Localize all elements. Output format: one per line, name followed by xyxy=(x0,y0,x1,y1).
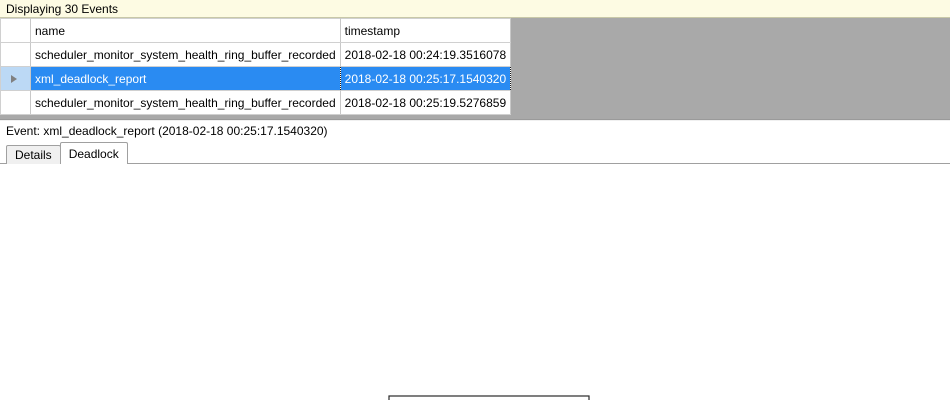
table-row-selected[interactable]: xml_deadlock_report 2018-02-18 00:25:17.… xyxy=(0,66,512,91)
tab-details[interactable]: Details xyxy=(6,145,61,164)
cell-name[interactable]: xml_deadlock_report xyxy=(30,66,341,91)
cell-timestamp[interactable]: 2018-02-18 00:25:19.5276859 xyxy=(339,90,512,115)
events-grid-header-row: name timestamp xyxy=(0,18,512,43)
column-header-name[interactable]: name xyxy=(30,18,341,43)
cell-timestamp[interactable]: 2018-02-18 00:24:19.3516078 xyxy=(339,42,512,67)
table-row[interactable]: scheduler_monitor_system_health_ring_buf… xyxy=(0,90,512,115)
deadlock-graph-panel[interactable]: Request Mode: S Owner Mode: S Owner Mode… xyxy=(0,164,950,400)
row-selector-cell[interactable] xyxy=(0,66,31,91)
events-grid-container: name timestamp scheduler_monitor_system_… xyxy=(0,18,950,120)
tab-deadlock[interactable]: Deadlock xyxy=(59,142,128,164)
events-banner: Displaying 30 Events xyxy=(0,0,950,18)
column-header-selector[interactable] xyxy=(0,18,31,43)
event-caption: Event: xml_deadlock_report (2018-02-18 0… xyxy=(0,120,950,141)
cell-name[interactable]: scheduler_monitor_system_health_ring_buf… xyxy=(30,42,341,67)
column-header-timestamp[interactable]: timestamp xyxy=(339,18,512,43)
events-banner-label: Displaying 30 Events xyxy=(6,1,119,16)
row-selector-cell[interactable] xyxy=(0,90,31,115)
current-row-arrow-icon xyxy=(11,74,17,83)
cell-timestamp[interactable]: 2018-02-18 00:25:17.1540320 xyxy=(339,66,512,91)
cell-name[interactable]: scheduler_monitor_system_health_ring_buf… xyxy=(30,90,341,115)
table-row[interactable]: scheduler_monitor_system_health_ring_buf… xyxy=(0,42,512,67)
event-caption-label: Event: xml_deadlock_report (2018-02-18 0… xyxy=(6,124,328,138)
resource-node-top-key-lock[interactable]: Key Lock HoBt ID: 72057594214154240 asso… xyxy=(388,395,590,400)
row-selector-cell[interactable] xyxy=(0,42,31,67)
events-grid[interactable]: name timestamp scheduler_monitor_system_… xyxy=(0,18,512,115)
detail-tabstrip: Details Deadlock xyxy=(0,141,950,164)
